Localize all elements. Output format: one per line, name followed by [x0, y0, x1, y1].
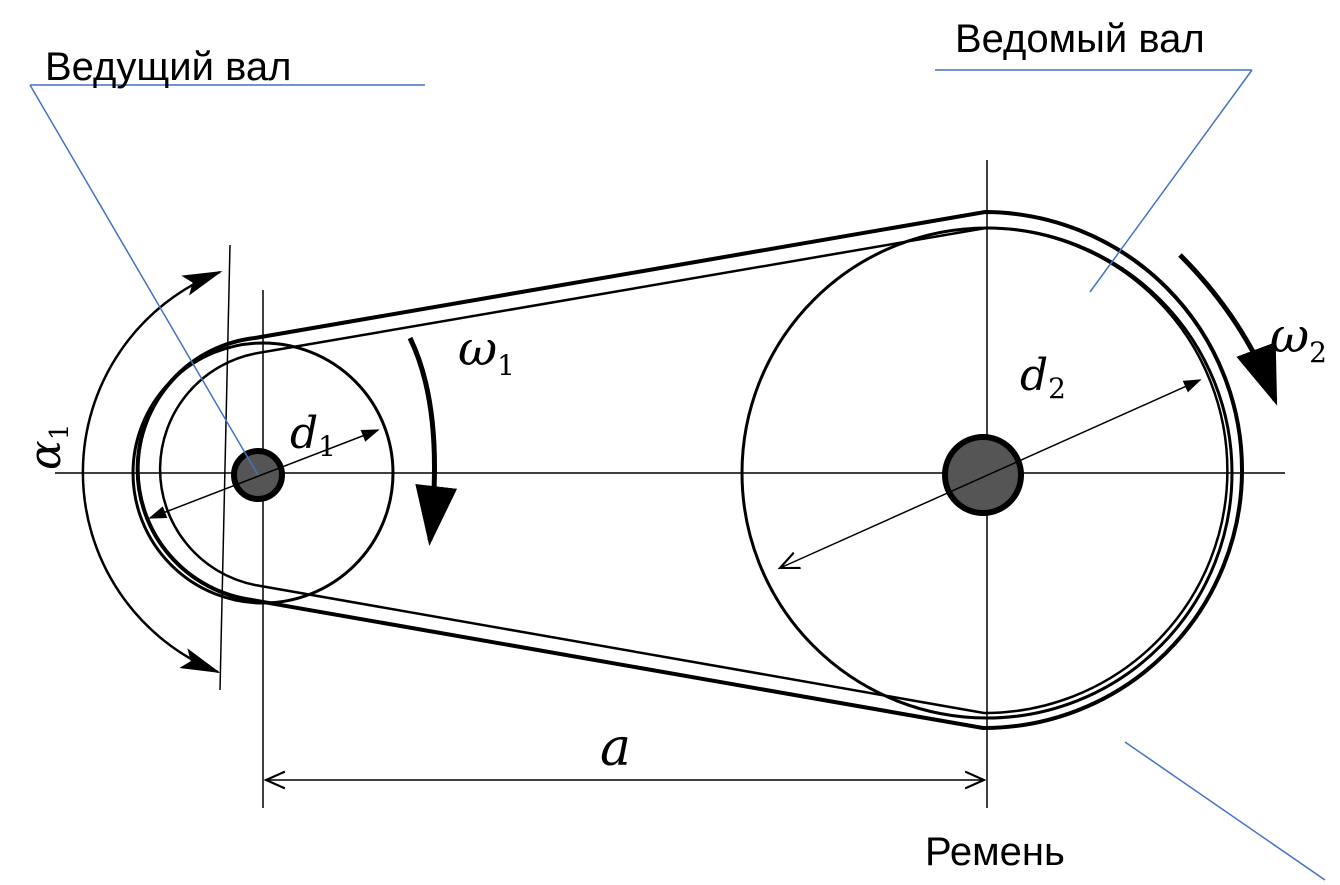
driving-shaft-leader — [29, 84, 259, 476]
driven-shaft-label: Ведомый вал — [955, 17, 1205, 61]
driving-shaft-label: Ведущий вал — [45, 45, 291, 89]
belt-leader — [1124, 741, 1326, 881]
belt-outer-outline — [135, 209, 1244, 731]
d1-label: d1 — [290, 408, 336, 463]
driven-shaft-leader — [1089, 69, 1253, 293]
wrap-angle-tangent-line — [219, 244, 231, 691]
omega1-label: ω1 — [458, 321, 515, 382]
driven-pulley — [740, 226, 1234, 720]
driving-pulley — [131, 341, 395, 605]
omega2-label: ω2 — [1270, 308, 1327, 369]
wrap-angle-arc-path — [81, 270, 223, 674]
belt-inner-outline — [158, 226, 1229, 715]
alpha1-label: α1 — [20, 424, 75, 470]
d2-dimension-arrow — [780, 380, 1200, 568]
d2-label: d2 — [1020, 350, 1066, 405]
rotation-arrows — [407, 253, 1278, 546]
belt — [135, 209, 1244, 731]
callout-labels: Ведущий вал Ведомый вал Ремень — [45, 17, 1205, 874]
callout-leaders — [29, 69, 1326, 881]
omega1-rotation-arrow — [407, 336, 458, 546]
driven-shaft-hub — [942, 434, 1024, 516]
belt-label: Ремень — [925, 830, 1065, 874]
d1-dimension-arrow — [148, 429, 380, 519]
wrap-angle-arc — [81, 270, 223, 674]
omega2-rotation-arrow — [1178, 253, 1278, 406]
symbols: α1 d1 d2 ω1 ω2 a — [20, 308, 1327, 778]
center-distance-label: a — [600, 718, 631, 778]
